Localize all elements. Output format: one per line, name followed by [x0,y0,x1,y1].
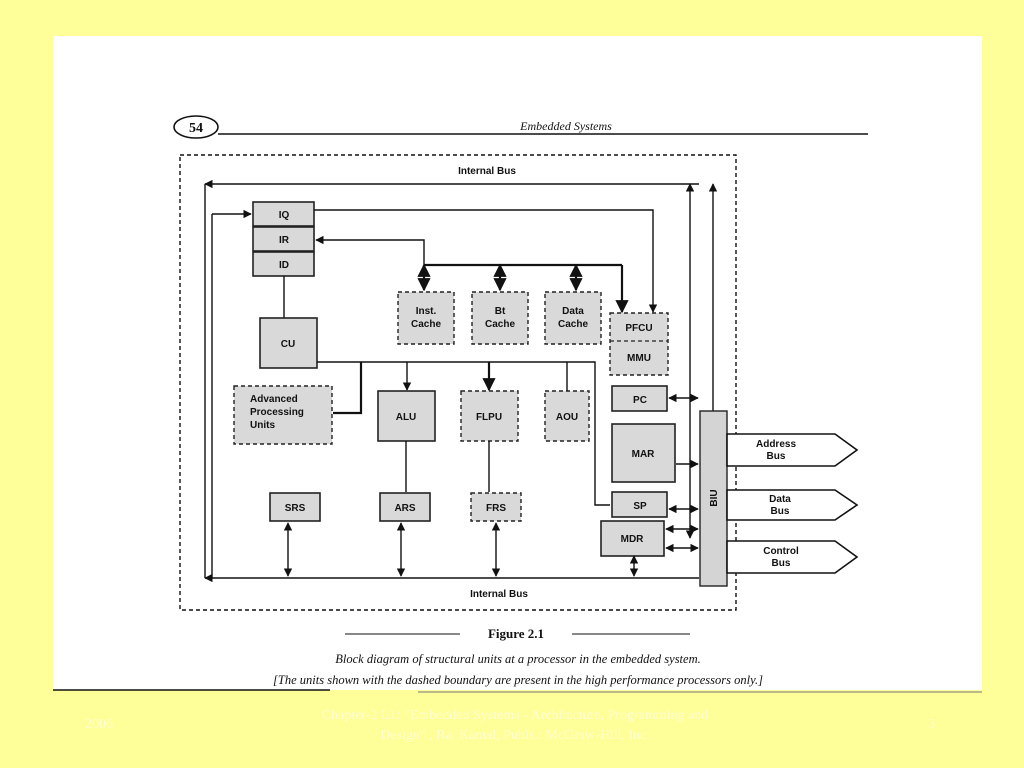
internal-bus-top-label: Internal Bus [458,166,516,177]
internal-bus-bottom-label: Internal Bus [470,589,528,600]
mar-box [611,423,676,483]
iq-label: IQ [279,210,290,221]
cu-control-line [317,361,610,506]
cache-bus-to-ir [315,235,425,265]
flpu-label: FLPU [476,412,502,423]
biu-box [699,410,728,587]
inst-cache-label: Inst.Cache [411,306,441,330]
biu-label: BIU [709,489,720,506]
footer-year: 2006 [85,717,113,732]
iq-box [252,201,315,227]
figure-caption: Block diagram of structural units at a p… [335,652,700,666]
footer-source: Chapter-2 L1: "Embedded Systems - Archit… [230,706,800,746]
footer-source-line-2: Design" , Raj Kamal, Publs.: McGraw-Hill… [380,728,650,743]
control-bus-arrow [726,540,859,574]
iq-to-pfcu-line [314,209,658,313]
mar-label: MAR [632,449,656,460]
page-number: 54 [189,121,203,136]
sp-label: SP [633,501,647,512]
ir-label: IR [279,235,290,246]
cu-label: CU [281,339,295,350]
pc-box [611,385,668,412]
frs-box [470,492,522,522]
alu-box [377,390,436,442]
frs-label: FRS [486,503,506,514]
inst-cache-box [397,291,455,345]
figure-note: [The units shown with the dashed boundar… [273,673,763,687]
cu-box [259,317,318,369]
running-header: Embedded Systems [519,119,612,133]
flpu-box [460,390,519,442]
srs-label: SRS [285,503,306,514]
apu-box [233,385,333,445]
pc-label: PC [633,395,647,406]
pfcu-label: PFCU [625,323,652,334]
processor-boundary [179,154,737,611]
address-bus-arrow [726,433,859,467]
srs-box [269,492,321,522]
mmu-label: MMU [627,353,651,364]
data-cache-box [544,291,602,345]
figure-label: Figure 2.1 [488,626,544,641]
footer-slide-number: 3 [928,717,935,732]
mdr-box [600,520,665,557]
footer-source-line-1: Chapter-2 L1: "Embedded Systems - Archit… [321,708,709,723]
mdr-label: MDR [621,534,645,545]
page-header: 54 Embedded Systems [173,115,868,139]
cu-to-apu [333,362,363,415]
pfcu-mmu-box [609,312,669,376]
id-label: ID [279,260,289,271]
data-bus-arrow [726,489,859,521]
bt-cache-box [471,291,529,345]
ars-box [379,492,431,522]
aou-label: AOU [556,412,578,423]
ars-label: ARS [394,503,415,514]
ir-box [252,226,315,252]
id-box [252,251,315,277]
alu-label: ALU [396,412,417,423]
sp-box [611,491,668,518]
page-number-oval [173,115,219,139]
